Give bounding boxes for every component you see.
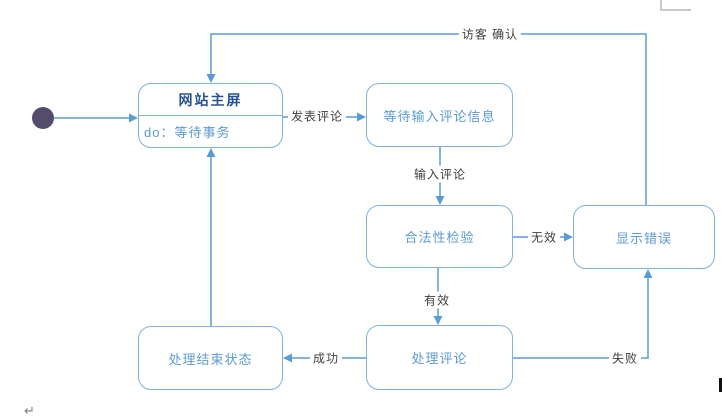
edge-label-post-comment[interactable]: 发表评论 (287, 107, 347, 125)
initial-state-dot[interactable] (32, 107, 54, 129)
arrowhead-end-return (206, 148, 216, 157)
edge-label-invalid[interactable]: 无效 (527, 228, 561, 246)
arrowhead-input-comment (435, 196, 445, 205)
state-end-state-label: 处理结束状态 (168, 351, 253, 367)
arrowhead-valid (433, 316, 443, 325)
state-show-error[interactable]: 显示错误 (573, 205, 715, 269)
state-validate-label: 合法性检验 (404, 230, 475, 245)
state-wait-input-label: 等待输入评论信息 (383, 108, 496, 124)
edge-label-valid[interactable]: 有效 (420, 291, 454, 309)
edge-failure-line (513, 277, 649, 359)
edge-label-success[interactable]: 成功 (309, 349, 343, 367)
edge-label-visitor-confirm[interactable]: 访客 确认 (458, 25, 522, 43)
text-cursor (719, 378, 722, 392)
paragraph-return-mark: ↵ (24, 403, 35, 418)
state-main-screen[interactable]: 网站主屏 do：等待事务 (138, 83, 283, 148)
arrowhead-visitor-confirm (206, 74, 216, 83)
arrowhead-success (283, 353, 292, 363)
state-process-comment[interactable]: 处理评论 (366, 325, 513, 390)
state-validate[interactable]: 合法性检验 (366, 205, 513, 268)
state-wait-input[interactable]: 等待输入评论信息 (366, 83, 513, 147)
arrowhead-failure (643, 269, 653, 278)
state-main-screen-title: 网站主屏 (178, 91, 243, 108)
state-show-error-label: 显示错误 (615, 230, 672, 246)
state-process-comment-label: 处理评论 (411, 351, 468, 366)
arrowhead-initial (129, 113, 138, 123)
arrowhead-post-comment (357, 112, 366, 122)
state-end-state[interactable]: 处理结束状态 (138, 326, 283, 390)
cropped-shape-corner (660, 0, 691, 11)
state-main-screen-activity: do：等待事务 (144, 125, 231, 140)
arrowhead-invalid (564, 232, 573, 242)
edge-label-failure[interactable]: 失败 (608, 349, 642, 367)
edge-label-input-comment[interactable]: 输入评论 (410, 165, 470, 183)
